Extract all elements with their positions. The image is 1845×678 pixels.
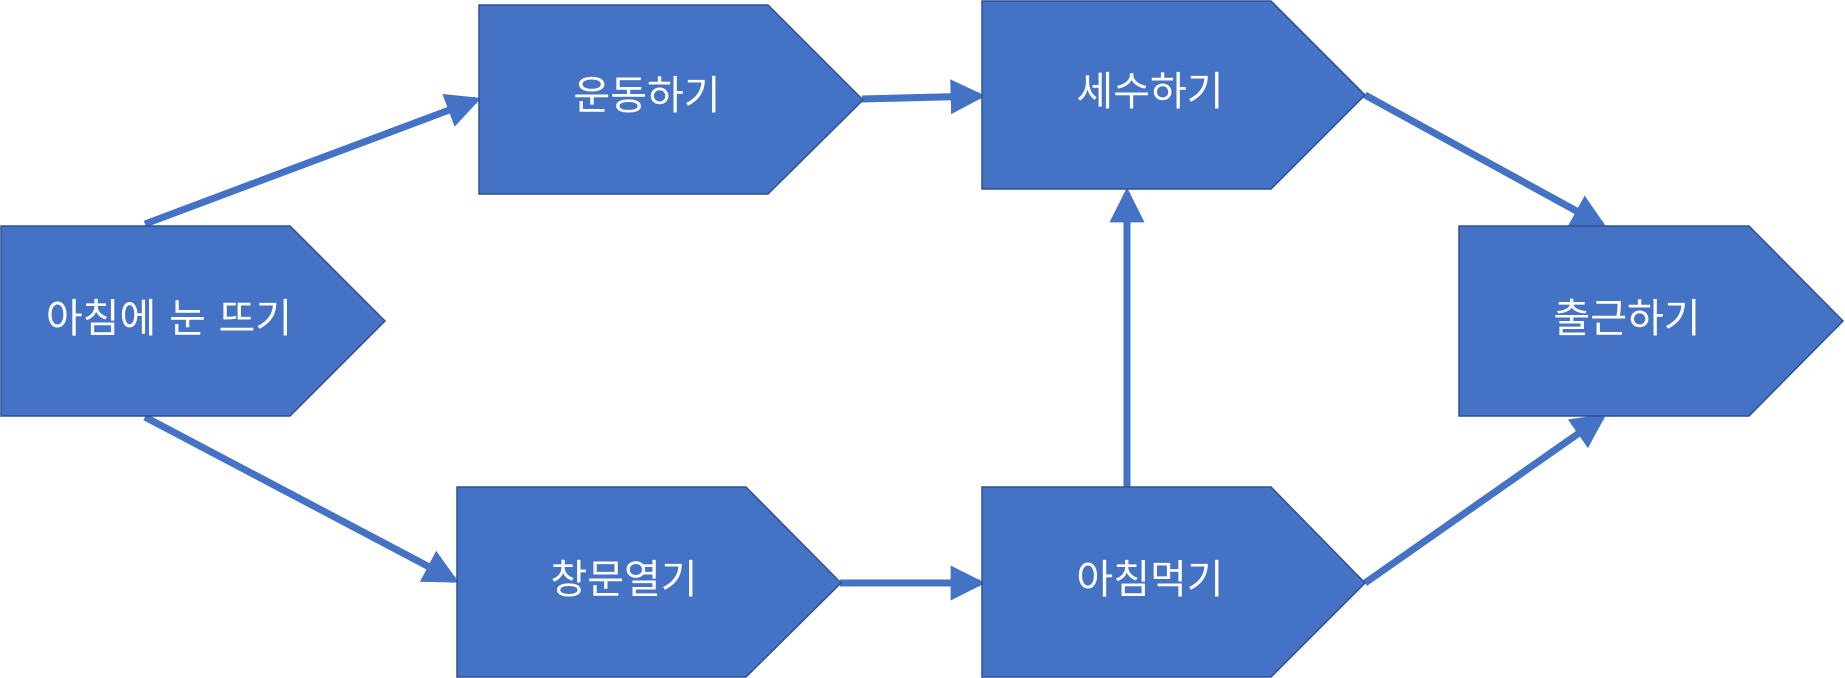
node-exercise[interactable]: 운동하기: [478, 4, 865, 195]
node-wash-label: 세수하기: [1076, 69, 1223, 115]
node-breakfast-shape: [981, 486, 1367, 678]
connector-breakfast-to-work: [1362, 413, 1607, 586]
node-wash[interactable]: 세수하기: [981, 0, 1367, 190]
node-exercise-shape: [478, 4, 865, 195]
connector-exercise-to-wash: [861, 79, 986, 115]
node-window-label: 창문열기: [550, 557, 697, 603]
node-wake-label: 아침에 눈 뜨기: [46, 296, 292, 342]
node-work[interactable]: 출근하기: [1458, 225, 1845, 417]
node-window[interactable]: 창문열기: [456, 486, 843, 678]
connector-wash-to-work: [1363, 91, 1607, 229]
connector-wake-to-exercise: [143, 93, 482, 228]
connector-wake-to-window: [143, 413, 459, 584]
connectors: [143, 79, 1607, 601]
node-work-shape: [1458, 225, 1845, 417]
node-breakfast-label: 아침먹기: [1076, 557, 1223, 603]
node-wake-shape: [0, 225, 387, 417]
node-wash-shape: [981, 0, 1367, 190]
node-work-label: 출근하기: [1553, 296, 1700, 342]
node-breakfast[interactable]: 아침먹기: [981, 486, 1367, 678]
node-wake[interactable]: 아침에 눈 뜨기: [0, 225, 387, 417]
node-window-shape: [456, 486, 843, 678]
node-exercise-label: 운동하기: [573, 73, 720, 119]
